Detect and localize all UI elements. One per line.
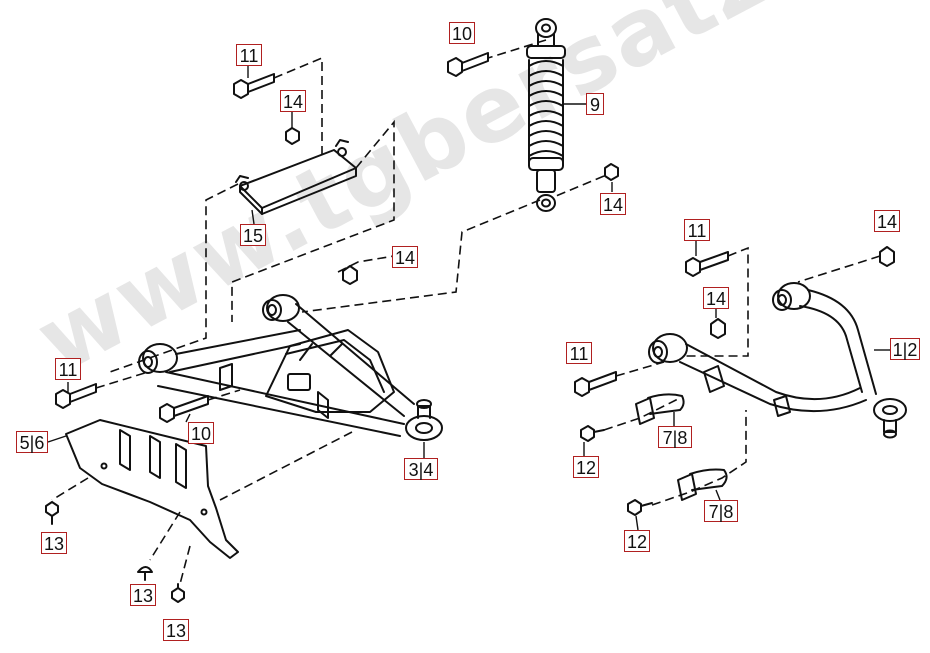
callout-14-right-mid: 14 — [703, 287, 729, 309]
callout-15: 15 — [240, 224, 266, 246]
callout-14-center: 14 — [392, 246, 418, 268]
callout-12-lower: 12 — [624, 530, 650, 552]
bolt-top — [447, 52, 489, 77]
bolt-top-left — [233, 73, 275, 99]
bolt-left — [55, 383, 97, 409]
nut-center — [342, 265, 358, 285]
callout-10-top: 10 — [449, 22, 475, 44]
bolt-lower-left — [159, 395, 209, 423]
callout-11-right-lower: 11 — [566, 342, 592, 364]
clamp-upper — [635, 393, 685, 425]
callout-13-bottom: 13 — [163, 619, 189, 641]
callout-11-top: 11 — [236, 44, 262, 66]
bolt-right-top — [685, 251, 729, 277]
callout-11-right-top: 11 — [684, 219, 710, 241]
callout-7-8-upper: 7|8 — [658, 426, 692, 448]
nut-shock — [604, 163, 619, 181]
nut-right-top — [879, 246, 895, 267]
assembly-lines — [51, 39, 881, 585]
callout-12-upper: 12 — [573, 456, 599, 478]
callout-13-left: 13 — [41, 532, 67, 554]
callout-9: 9 — [586, 93, 604, 115]
nut-right-mid — [710, 318, 726, 339]
clamp-lower — [677, 468, 728, 501]
skid-plate — [65, 419, 239, 559]
callout-14-shock: 14 — [600, 193, 626, 215]
callout-10-lower: 10 — [188, 422, 214, 444]
mounting-bracket — [235, 139, 357, 215]
screw-lower — [627, 499, 653, 516]
callout-13-mid: 13 — [130, 584, 156, 606]
callout-14-right-top: 14 — [874, 210, 900, 232]
callout-3-4: 3|4 — [404, 458, 438, 480]
bolt-right-lower — [574, 371, 617, 397]
callout-1-2: 1|2 — [890, 338, 920, 360]
shock-absorber — [526, 18, 566, 212]
screw-upper — [580, 425, 605, 442]
upper-a-arm-right — [648, 282, 907, 439]
nut-bracket — [285, 127, 300, 145]
callout-5-6: 5|6 — [16, 431, 48, 453]
callout-14-bracket: 14 — [280, 90, 306, 112]
callout-11-left: 11 — [55, 358, 81, 380]
lower-a-arm-left — [138, 294, 443, 441]
callout-7-8-lower: 7|8 — [704, 500, 738, 522]
leader-lines — [47, 66, 890, 531]
screw-set — [45, 501, 185, 603]
